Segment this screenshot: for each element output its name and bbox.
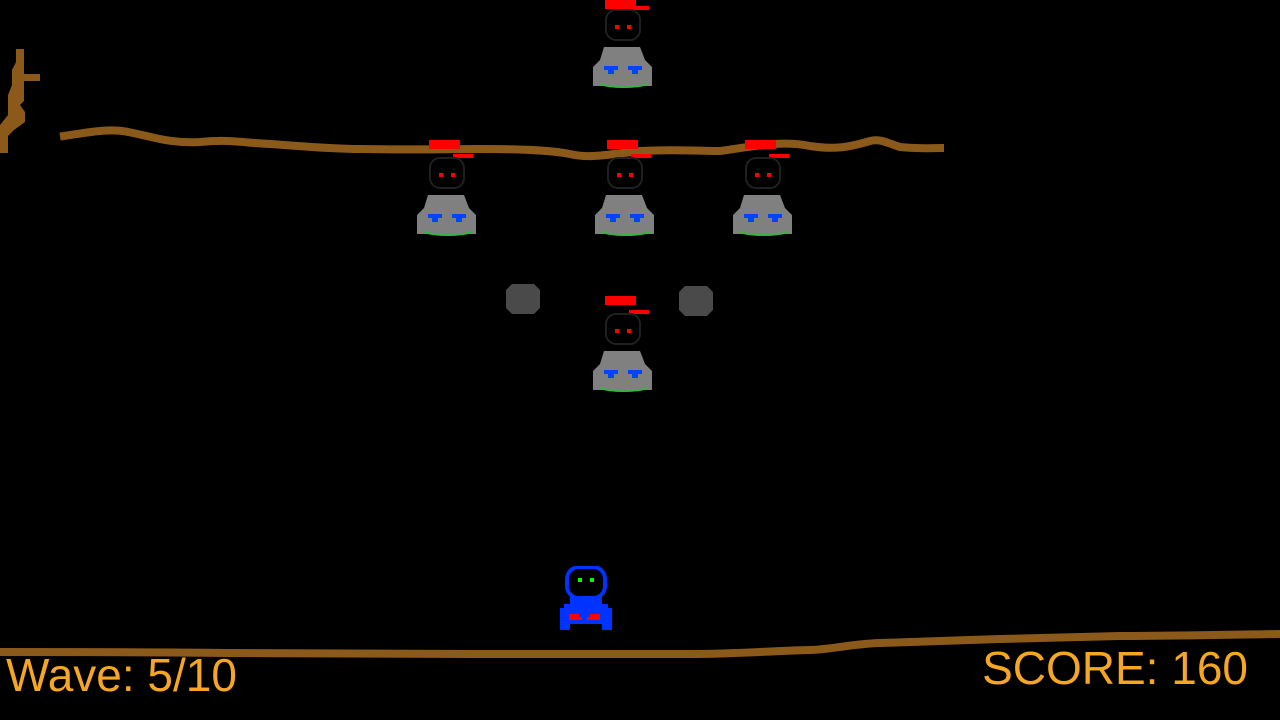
enemy-foot-left xyxy=(604,66,618,70)
enemy-cap xyxy=(607,140,638,149)
enemy-foot-right xyxy=(628,370,642,374)
enemy-foot-left-low xyxy=(748,218,754,222)
enemy-cap-brim xyxy=(629,310,649,314)
enemy-eye-right xyxy=(767,173,771,177)
enemy-cap xyxy=(605,296,636,305)
enemy-eye-left xyxy=(617,173,621,177)
enemy-foot-right-low xyxy=(772,218,778,222)
enemy-cap-brim xyxy=(631,154,651,158)
enemy-eye-left xyxy=(755,173,759,177)
enemy-3[interactable] xyxy=(592,140,660,236)
enemy-base-glow xyxy=(423,231,473,236)
enemy-cap xyxy=(745,140,776,149)
enemy-foot-left-low xyxy=(432,218,438,222)
enemy-head xyxy=(429,157,465,189)
enemy-foot-right xyxy=(452,214,466,218)
top-ridge xyxy=(59,126,945,161)
enemy-eye-right xyxy=(451,173,455,177)
enemy-head xyxy=(605,9,641,41)
enemy-body xyxy=(595,195,654,234)
enemy-foot-right xyxy=(628,66,642,70)
enemy-base-glow xyxy=(599,83,649,88)
player-head-outline xyxy=(565,566,607,600)
enemy-foot-right xyxy=(630,214,644,218)
player-eye-right xyxy=(590,578,594,582)
rock-1[interactable] xyxy=(504,282,542,316)
bottom-ridge xyxy=(0,629,1280,659)
enemy-foot-right-low xyxy=(632,374,638,378)
enemy-cap-brim xyxy=(453,154,473,158)
enemy-body xyxy=(417,195,476,234)
enemy-foot-left xyxy=(744,214,758,218)
enemy-foot-left-low xyxy=(610,218,616,222)
enemy-foot-right xyxy=(768,214,782,218)
enemy-eye-left xyxy=(439,173,443,177)
enemy-body xyxy=(593,351,652,390)
enemy-cap-brim xyxy=(769,154,789,158)
enemy-4[interactable] xyxy=(730,140,798,236)
enemy-5[interactable] xyxy=(590,296,658,392)
rock-icon xyxy=(506,284,540,314)
enemy-eye-right xyxy=(627,329,631,333)
enemy-cap xyxy=(605,0,636,9)
enemy-2[interactable] xyxy=(414,140,482,236)
left-ridge-fragment xyxy=(0,49,40,153)
enemy-foot-left xyxy=(428,214,442,218)
player-body xyxy=(560,596,612,630)
enemy-eye-right xyxy=(627,25,631,29)
score-counter: SCORE: 160 xyxy=(982,642,1248,694)
enemy-foot-left-low xyxy=(608,374,614,378)
rock-icon xyxy=(679,286,713,316)
enemy-head xyxy=(605,313,641,345)
enemy-base-glow xyxy=(599,387,649,392)
player-robot[interactable] xyxy=(556,566,616,632)
enemy-foot-right-low xyxy=(456,218,462,222)
enemy-cap xyxy=(429,140,460,149)
enemy-foot-left-low xyxy=(608,70,614,74)
enemy-base-glow xyxy=(601,231,651,236)
enemy-base-glow xyxy=(739,231,789,236)
enemy-foot-left xyxy=(606,214,620,218)
player-mark-right xyxy=(587,614,600,620)
enemy-cap-brim xyxy=(629,6,649,10)
enemy-foot-right-low xyxy=(634,218,640,222)
enemy-foot-right-low xyxy=(632,70,638,74)
enemy-body xyxy=(733,195,792,234)
enemy-foot-left xyxy=(604,370,618,374)
enemy-head xyxy=(745,157,781,189)
enemy-head xyxy=(607,157,643,189)
wave-counter: Wave: 5/10 xyxy=(6,649,237,701)
enemy-1[interactable] xyxy=(590,0,658,88)
player-eye-left xyxy=(578,578,582,582)
enemy-eye-right xyxy=(629,173,633,177)
player-mark-left xyxy=(569,614,582,620)
enemy-eye-left xyxy=(615,25,619,29)
enemy-body xyxy=(593,47,652,86)
rock-2[interactable] xyxy=(677,284,715,318)
enemy-eye-left xyxy=(615,329,619,333)
